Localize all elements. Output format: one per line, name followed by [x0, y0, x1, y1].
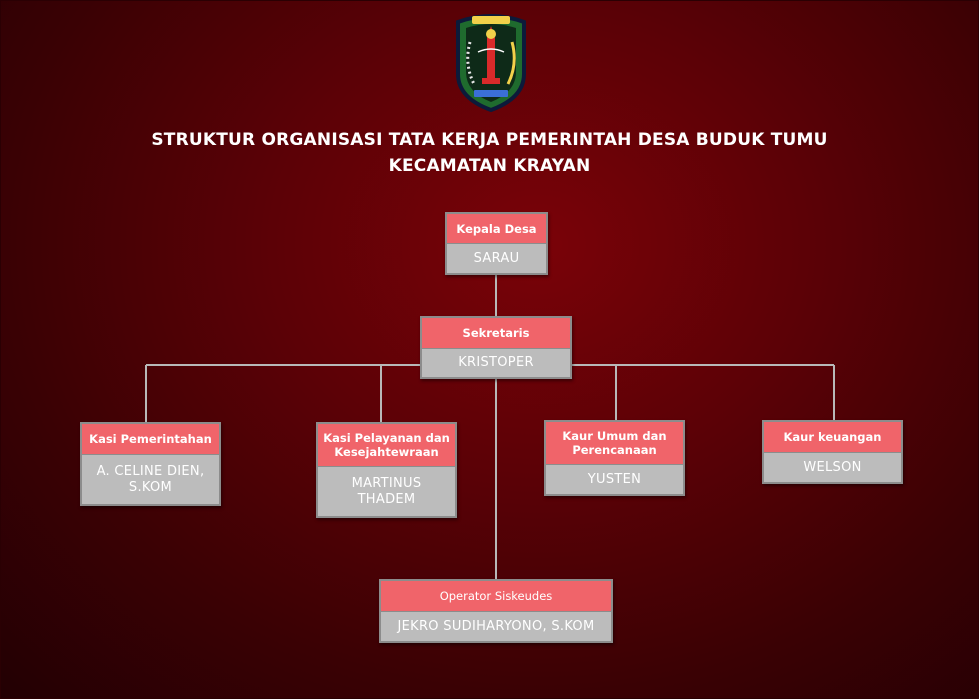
- org-box-operator-siskeudes: Operator Siskeudes JEKRO SUDIHARYONO, S.…: [379, 579, 613, 643]
- role-label-kasi-pemerintahan: Kasi Pemerintahan: [82, 424, 219, 455]
- name-label-kasi-pelayanan: MARTINUS THADEM: [351, 475, 422, 507]
- org-box-kasi-pemerintahan: Kasi Pemerintahan A. CELINE DIEN, S.KOM: [80, 422, 221, 506]
- name-label-sekretaris: KRISTOPER: [458, 355, 534, 370]
- name-label-kaur-umum: YUSTEN: [587, 471, 642, 487]
- name-label-kepala-desa: SARAU: [473, 250, 520, 266]
- page-title-line-2: KECAMATAN KRAYAN: [388, 156, 591, 176]
- role-label-operator-siskeudes: Operator Siskeudes: [381, 581, 611, 612]
- regency-coat-of-arms-icon: [456, 14, 526, 112]
- page-title-line-1: STRUKTUR ORGANISASI TATA KERJA PEMERINTA…: [151, 130, 828, 150]
- org-box-kaur-umum: Kaur Umum dan Perencanaan YUSTEN: [544, 420, 685, 496]
- org-box-kaur-keuangan: Kaur keuangan WELSON: [762, 420, 903, 484]
- name-label-kaur-keuangan: WELSON: [803, 459, 862, 475]
- role-label-sekretaris: Sekretaris: [422, 318, 570, 349]
- role-label-kasi-pelayanan: Kasi Pelayanan dan Kesejahtewraan: [318, 424, 455, 467]
- role-label-kaur-umum: Kaur Umum dan Perencanaan: [546, 422, 683, 465]
- org-box-sekretaris: Sekretaris KRISTOPER: [420, 316, 572, 379]
- name-label-kasi-pemerintahan: A. CELINE DIEN, S.KOM: [96, 463, 205, 495]
- role-label-kepala-desa: Kepala Desa: [447, 214, 546, 244]
- name-label-operator-siskeudes: JEKRO SUDIHARYONO, S.KOM: [397, 618, 595, 634]
- org-box-kepala-desa: Kepala Desa SARAU: [445, 212, 548, 275]
- role-label-kaur-keuangan: Kaur keuangan: [764, 422, 901, 453]
- org-box-kasi-pelayanan: Kasi Pelayanan dan Kesejahtewraan MARTIN…: [316, 422, 457, 518]
